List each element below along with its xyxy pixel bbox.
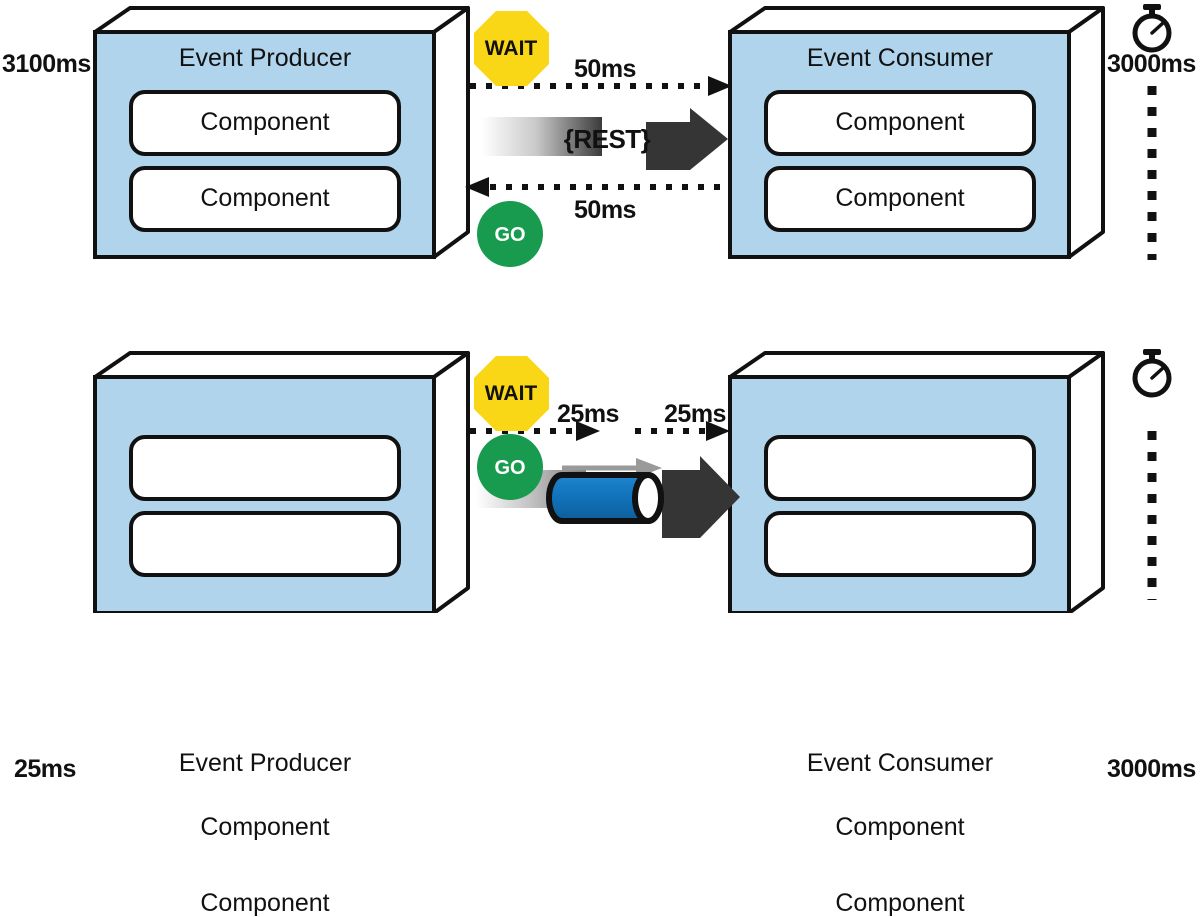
go-sign (477, 434, 543, 500)
producer-box (93, 6, 470, 259)
go-sign-label: GO (494, 224, 526, 246)
panel-bottom-graphics (93, 349, 1172, 613)
consumer-component-2: Component (835, 184, 965, 212)
consumer-box (728, 6, 1105, 259)
stopwatch-icon (1132, 4, 1172, 53)
wait-sign (474, 11, 549, 86)
go-sign-label: GO (494, 457, 526, 479)
wait-sign-label: WAIT (484, 37, 538, 60)
protocol-label: {REST} (563, 124, 651, 154)
producer-component-1: Component (200, 108, 330, 136)
hop-arrow-outbound (470, 76, 732, 96)
panel-messaging-asynchronous: 25ms Event Producer Component Component … (0, 345, 1200, 916)
hop-label-producer-to-broker: 25ms (557, 400, 619, 428)
hop-label-outbound: 50ms (574, 55, 636, 83)
consumer-component-1: Component (835, 108, 965, 136)
panel-rest-synchronous: 3100ms Event Producer Component Componen… (0, 0, 1200, 300)
wait-sign (474, 356, 549, 431)
consumer-title: Event Consumer (806, 749, 994, 777)
consumer-title: Event Consumer (806, 44, 994, 72)
panel-top-graphics (93, 4, 1172, 267)
consumer-component-1: Component (835, 813, 965, 841)
stopwatch-icon (1132, 349, 1172, 398)
producer-component-1: Component (200, 813, 330, 841)
left-latency-label: 3100ms (2, 50, 91, 78)
producer-title: Event Producer (178, 44, 352, 72)
producer-component-2: Component (200, 889, 330, 917)
hop-label-broker-to-consumer: 25ms (664, 400, 726, 428)
wait-sign-label: WAIT (484, 382, 538, 405)
hop-arrow-broker-to-consumer (635, 421, 730, 441)
hop-label-inbound: 50ms (574, 196, 636, 224)
stopwatch-value: 3000ms (1107, 755, 1196, 783)
message-queue-pipe (546, 472, 664, 524)
rest-channel (482, 108, 728, 170)
go-sign (477, 201, 543, 267)
producer-component-2: Component (200, 184, 330, 212)
producer-title: Event Producer (178, 749, 352, 777)
producer-box (93, 351, 470, 613)
hop-arrow-inbound (465, 177, 720, 197)
left-latency-label: 25ms (14, 755, 76, 783)
stopwatch-value: 3000ms (1107, 50, 1196, 78)
consumer-box (728, 351, 1105, 613)
consumer-component-2: Component (835, 889, 965, 917)
